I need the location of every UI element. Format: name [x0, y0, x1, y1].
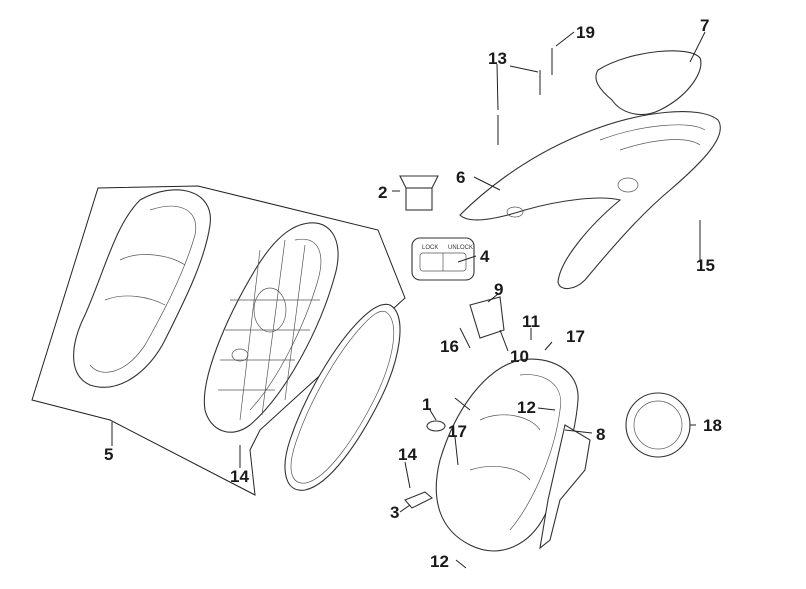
bolt-group-13-19 [497, 48, 553, 145]
storage-box-part-8 [435, 358, 591, 552]
callout-16: 16 [440, 337, 459, 356]
seat-cushion [73, 189, 211, 388]
ring-part-18 [625, 392, 691, 458]
callout-13: 13 [488, 49, 507, 68]
callout-17b: 17 [448, 422, 467, 441]
callout-11: 11 [522, 312, 540, 331]
callout-14a: 14 [398, 445, 417, 464]
lock-label: LOCK [422, 245, 438, 251]
callout-14b: 14 [230, 467, 249, 486]
backrest-pad-part-7 [595, 50, 702, 115]
leader-lines [111, 31, 706, 569]
seat-assembly-outline [31, 185, 406, 496]
rear-carrier-part-6 [459, 111, 721, 290]
seat-lock-switch-panel: LOCK UNLOCK [411, 237, 475, 281]
callout-10: 10 [510, 347, 529, 366]
callout-9: 9 [494, 280, 503, 299]
bracket-part-9 [469, 296, 505, 339]
callout-1: 1 [422, 395, 431, 414]
callout-6: 6 [456, 168, 465, 187]
callout-12b: 12 [430, 552, 449, 571]
callout-labels: 2 6 13 19 7 4 15 5 9 11 17 16 10 1 12 8 … [104, 16, 722, 571]
grommet-part-1 [426, 420, 446, 432]
unlock-label: UNLOCK [448, 245, 473, 251]
bushing-part-2 [399, 175, 439, 211]
callout-7: 7 [700, 16, 709, 35]
callout-18: 18 [703, 416, 722, 435]
callout-3: 3 [390, 503, 399, 522]
callout-12a: 12 [517, 398, 536, 417]
callout-4: 4 [480, 247, 490, 266]
seat-gasket [284, 303, 401, 491]
callout-2: 2 [378, 183, 387, 202]
callout-15: 15 [696, 256, 715, 275]
callout-19: 19 [576, 23, 595, 42]
callout-17a: 17 [566, 327, 585, 346]
callout-8: 8 [596, 425, 605, 444]
seat-base [203, 222, 339, 433]
callout-5: 5 [104, 445, 113, 464]
